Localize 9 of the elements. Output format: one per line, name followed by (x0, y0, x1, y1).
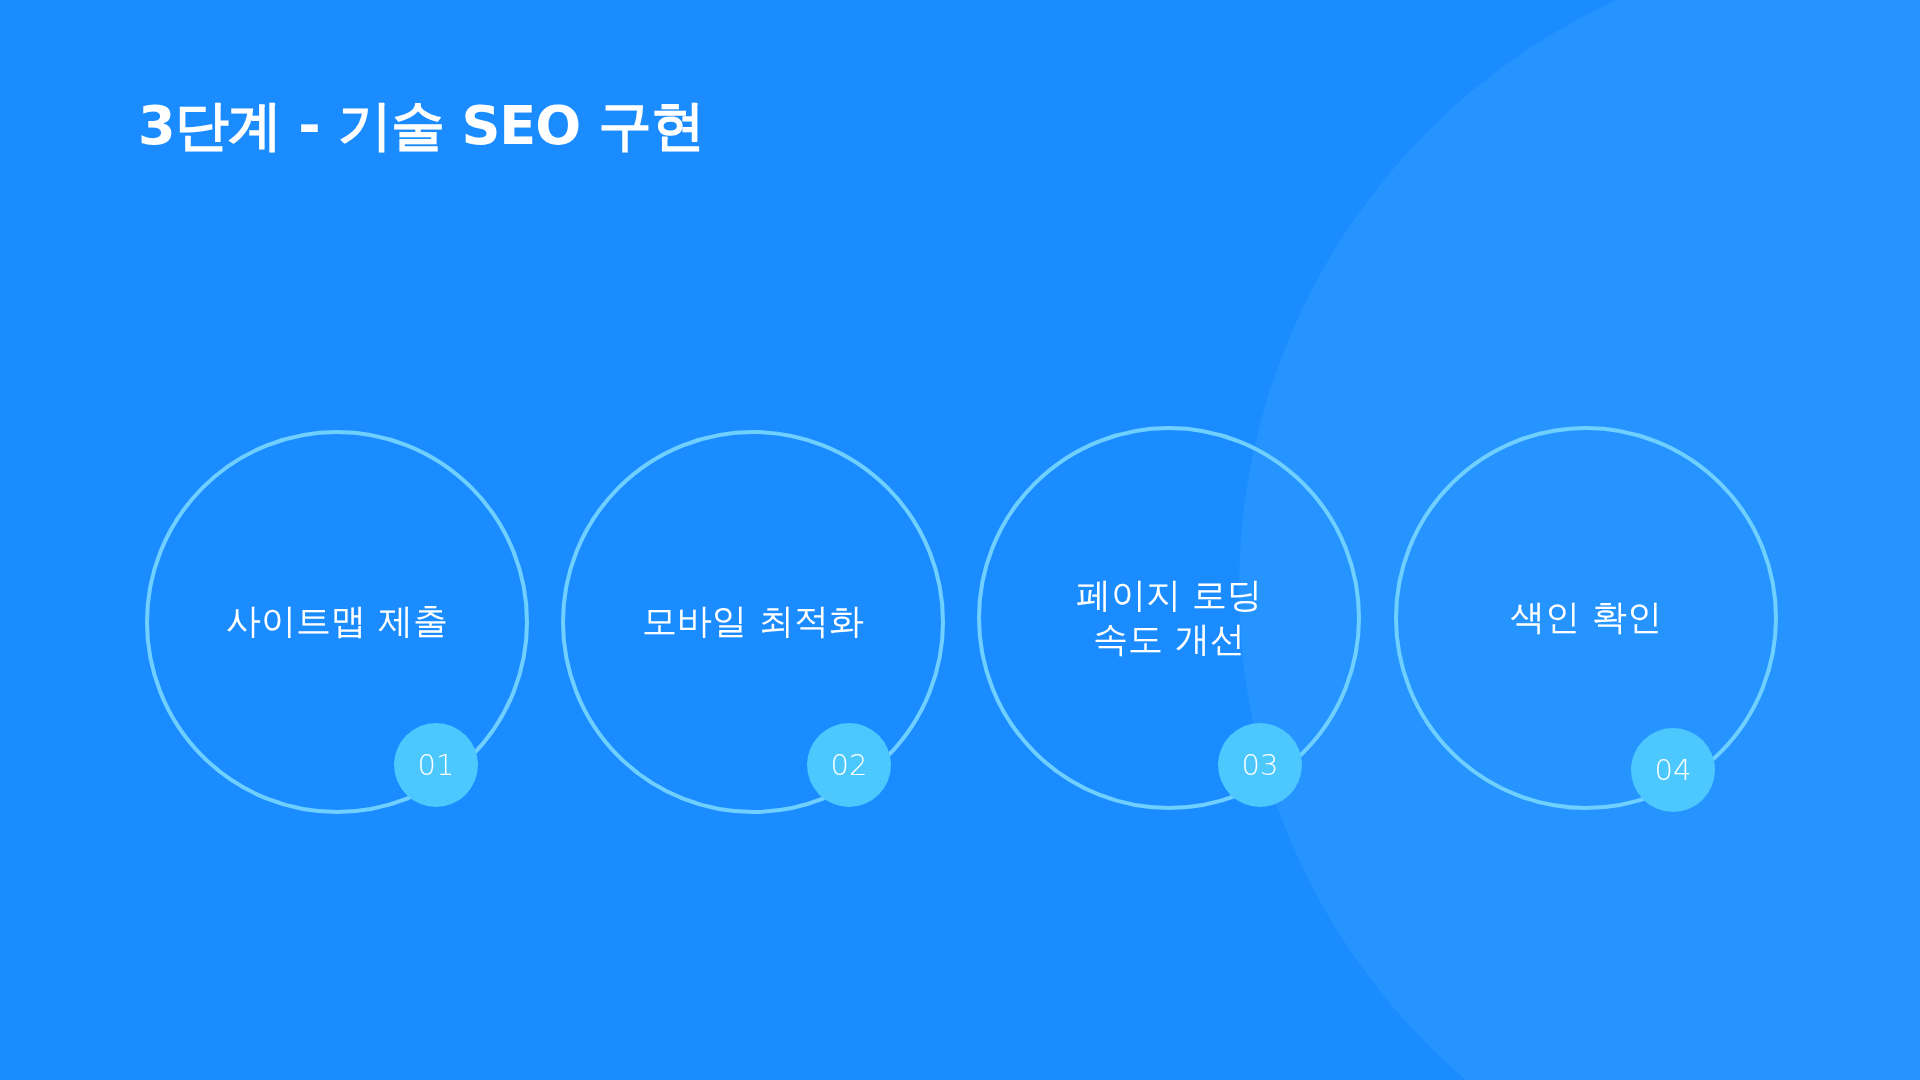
step-label: 페이지 로딩 속도 개선 (1074, 574, 1264, 661)
step-number: 02 (830, 746, 868, 784)
step-number: 04 (1654, 751, 1692, 789)
step-label: 사이트맵 제출 (226, 600, 448, 644)
slide-title: 3단계 - 기술 SEO 구현 (138, 94, 704, 159)
step-number: 03 (1241, 746, 1279, 784)
step-label: 모바일 최적화 (642, 600, 864, 644)
step-number: 01 (417, 746, 455, 784)
step-label: 색인 확인 (1510, 596, 1662, 640)
